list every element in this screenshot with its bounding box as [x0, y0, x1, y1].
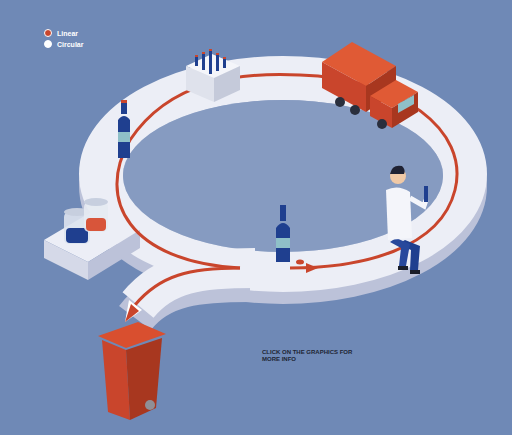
bottle-crate: [186, 49, 240, 102]
loop-band: [101, 78, 465, 282]
bottle-crate-part-part: [209, 64, 212, 74]
seated-man-part: [390, 238, 410, 266]
flow-line-part: [306, 263, 318, 273]
jar-platform-part: [44, 240, 88, 280]
waste-bin: [98, 322, 166, 420]
seated-man-part: [386, 187, 412, 240]
truck-part: [392, 92, 418, 128]
truck-part: [398, 95, 414, 113]
bottle-upper-part: [121, 100, 127, 114]
truck: [322, 42, 418, 129]
bottle-crate-part-part: [209, 49, 212, 51]
jars-part: [66, 228, 88, 243]
jar-platform-part: [88, 230, 140, 280]
seated-man-part: [410, 270, 420, 274]
bottle-crate-part-part: [223, 58, 226, 68]
bottle-upper-part: [118, 132, 130, 142]
bottle-crate-part: [214, 66, 240, 102]
seated-man-part: [410, 198, 426, 206]
bottle-crate-part-part: [223, 57, 226, 59]
seated-man: [386, 166, 428, 274]
legend-text: Linear: [57, 29, 78, 38]
seated-man-part: [424, 186, 428, 202]
waste-bin-part: [102, 340, 130, 420]
bottle-upper-part: [118, 116, 130, 158]
bottle-crate-part-part: [216, 61, 219, 71]
legend-swatch: [44, 40, 52, 48]
seated-man-part: [390, 166, 405, 174]
bottle-crate-part: [195, 49, 226, 59]
legend-row: Linear: [44, 28, 78, 38]
flow-line-part: [135, 268, 240, 305]
jars-part: [84, 202, 108, 232]
bottle-crate-part: [195, 50, 226, 74]
bottle-front-part: [296, 260, 304, 265]
legend-row: Circular: [44, 39, 83, 49]
jars-part: [86, 218, 106, 231]
truck-part: [335, 97, 345, 107]
truck-part: [322, 62, 366, 112]
bottle-upper-part: [121, 100, 127, 103]
bottle-crate-part-part: [195, 56, 198, 66]
flow-line-part: [125, 304, 139, 322]
bottle-front: [276, 205, 304, 265]
jars-part: [84, 198, 108, 206]
loop-band-part: [101, 78, 465, 270]
truck-part: [350, 105, 360, 115]
truck-part: [377, 119, 387, 129]
legend-text: Circular: [57, 40, 83, 49]
bottle-upper: [118, 100, 130, 158]
bottle-crate-part-part: [216, 53, 219, 55]
flow-line-part: [117, 74, 457, 268]
bottle-front-part: [276, 223, 290, 262]
flow-line: [117, 74, 457, 322]
bottle-front-part: [280, 205, 286, 221]
legend-swatch: [44, 29, 52, 37]
bottle-front-part: [276, 238, 290, 248]
seated-man-part: [398, 266, 408, 270]
waste-bin-part: [126, 338, 162, 420]
bottle-crate-part-part: [202, 52, 205, 54]
truck-part: [370, 96, 392, 128]
bottle-crate-part-part: [202, 60, 205, 70]
waste-bin-part: [145, 400, 155, 410]
tail-band: [135, 268, 255, 318]
bottle-crate-part-part: [195, 55, 198, 57]
note-label: CLICK ON THE GRAPHICS FOR MORE INFO: [262, 349, 358, 363]
jars: [64, 198, 108, 244]
flow-line-part: [125, 300, 142, 322]
